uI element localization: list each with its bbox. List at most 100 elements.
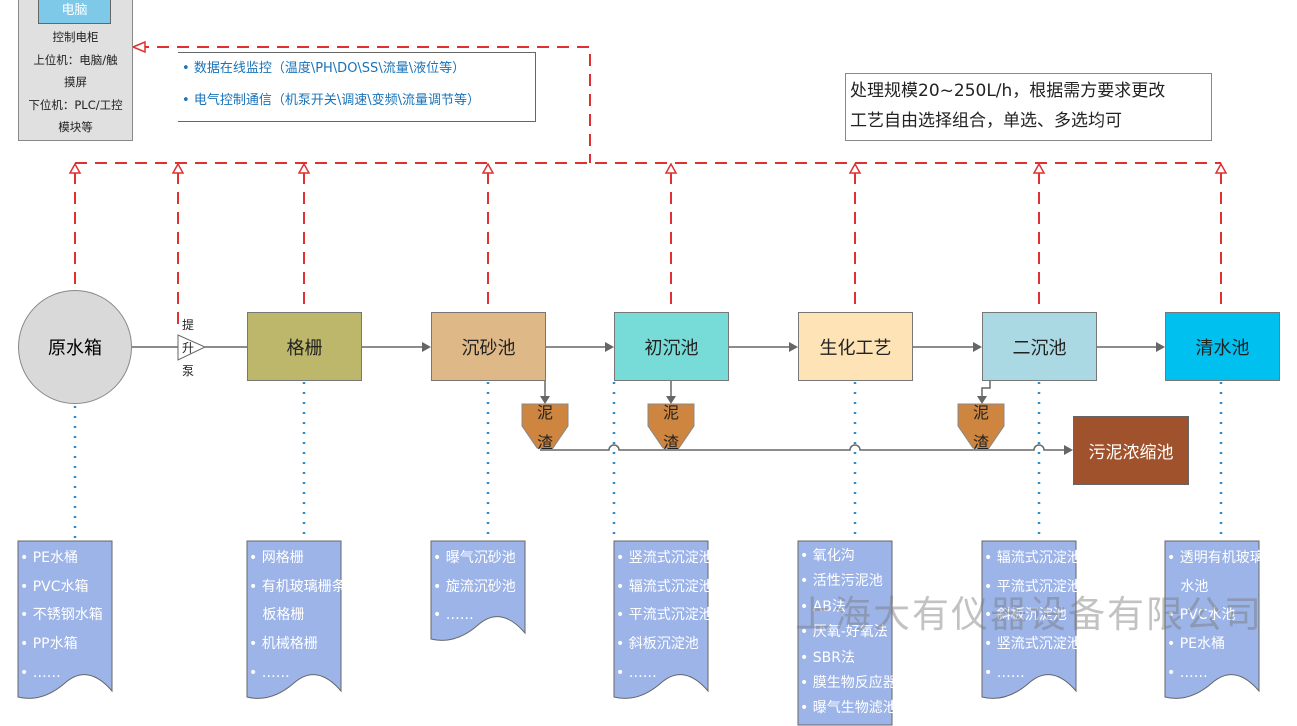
option-item: • AB法: [800, 598, 846, 615]
options-box: [797, 540, 893, 726]
cabinet-line: 控制电柜: [52, 30, 99, 44]
scale-note: 处理规模20~250L/h，根据需方要求更改 工艺自由选择组合，单选、多选均可: [845, 73, 1212, 141]
arrowhead-icon: [481, 162, 495, 174]
option-item: • 氧化沟: [800, 548, 855, 564]
option-item: • 膜生物反应器: [800, 675, 897, 692]
option-item: • PVC水池: [1167, 607, 1236, 624]
option-item: • 透明有机玻璃: [1167, 550, 1264, 566]
option-item: • ……: [249, 664, 290, 681]
option-item: • ……: [616, 664, 657, 681]
cabinet-line: 上位机：电脑/触: [33, 52, 118, 67]
option-item: • 辐流式沉淀池: [984, 550, 1081, 566]
options-list: • 竖流式沉淀池 • 辐流式沉淀池 • 平流式沉淀池 • 斜板沉淀池 • ……: [614, 541, 713, 688]
options-list: • 辐流式沉淀池 • 平流式沉淀池 • 斜板沉淀池 • 竖流式沉淀池 • ……: [982, 541, 1081, 688]
option-item: • 曝气沉砂池: [433, 550, 516, 566]
note-line: 处理规模20~250L/h，根据需方要求更改: [850, 81, 1166, 101]
info-item: • 电气控制通信（机泵开关\调速\变频\流量调节等）: [182, 93, 480, 108]
option-item: • 不锈钢水箱: [20, 607, 103, 624]
arrow-icon: [540, 396, 550, 404]
option-item: • 网格栅: [249, 550, 304, 566]
sludge-line: [540, 444, 1066, 451]
arrowhead-icon: [297, 162, 311, 174]
option-item: • PE水桶: [20, 550, 79, 566]
process-biochemical: 生化工艺: [798, 312, 913, 381]
option-item: • ……: [984, 664, 1025, 681]
option-item: • 旋流沉砂池: [433, 578, 516, 595]
option-item: • SBR法: [800, 649, 855, 666]
arrowhead-icon: [171, 162, 185, 174]
watermark: 上海大有仪器设备有限公司: [795, 593, 1263, 636]
option-item: • 活性污泥池: [800, 573, 883, 590]
process-grit-chamber: 沉砂池: [431, 312, 546, 381]
options-box: [17, 540, 113, 699]
pump-icon: [177, 334, 207, 361]
arrowhead-icon: [1032, 162, 1046, 174]
pc-box: 电脑: [38, 0, 111, 24]
cabinet-line: 模块等: [58, 120, 93, 134]
note-line: 工艺自由选择组合，单选、多选均可: [850, 111, 1122, 131]
option-item: • 斜板沉淀池: [984, 607, 1067, 624]
process-grid: 格栅: [247, 312, 362, 381]
sludge-hopper-label: 渣: [972, 433, 989, 452]
cabinet-line: 下位机：PLC/工控: [28, 97, 123, 112]
sludge-hopper: [521, 403, 569, 449]
monitoring-info-box: • 数据在线监控（温度\PH\DO\SS\流量\液位等） • 电气控制通信（机泵…: [178, 52, 536, 122]
info-item: • 数据在线监控（温度\PH\DO\SS\流量\液位等）: [182, 61, 466, 76]
option-item: • 竖流式沉淀池: [616, 550, 713, 566]
options-list: • 曝气沉砂池 • 旋流沉砂池 • ……: [431, 541, 516, 630]
option-item: • 机械格栅: [249, 636, 318, 653]
pump-label: 泵: [182, 364, 195, 378]
option-item: • ……: [433, 607, 474, 624]
options-box: [1164, 540, 1260, 699]
option-item: • 竖流式沉淀池: [984, 636, 1081, 653]
arrow-icon: [973, 342, 982, 352]
arrowhead-icon: [68, 162, 82, 174]
option-item: • 平流式沉淀池: [984, 578, 1081, 595]
option-item: 水池: [1180, 578, 1209, 595]
flow-line: [981, 381, 991, 398]
option-item: • 厌氧-好氧法: [800, 624, 888, 641]
arrowhead-icon: [131, 40, 146, 54]
options-box: [246, 540, 342, 699]
process-clear-water: 清水池: [1165, 312, 1280, 381]
sludge-hopper-label: 渣: [662, 433, 679, 452]
control-bus-line: [75, 46, 1221, 164]
sludge-thickener: 污泥浓缩池: [1073, 416, 1189, 485]
process-secondary-settling: 二沉池: [982, 312, 1097, 381]
option-item: • 平流式沉淀池: [616, 607, 713, 624]
arrowhead-icon: [848, 162, 862, 174]
option-item: • 斜板沉淀池: [616, 636, 699, 653]
arrow-icon: [666, 396, 676, 404]
arrow-icon: [605, 342, 614, 352]
option-item: • 曝气生物滤池: [800, 700, 897, 717]
option-item: • 有机玻璃栅条: [249, 578, 346, 595]
arrowhead-icon: [664, 162, 678, 174]
pump-label: 提: [182, 318, 195, 332]
option-item: 板格栅: [262, 607, 305, 624]
option-item: • PVC水箱: [20, 578, 89, 595]
arrow-icon: [1156, 342, 1165, 352]
raw-water-tank: 原水箱: [18, 290, 132, 404]
arrow-icon: [789, 342, 798, 352]
options-list: • PE水桶 • PVC水箱 • 不锈钢水箱 • PP水箱 • ……: [18, 541, 103, 688]
options-box: [981, 540, 1077, 699]
option-item: • PP水箱: [20, 636, 78, 653]
option-item: • ……: [1167, 664, 1208, 681]
option-item: • PE水桶: [1167, 636, 1226, 653]
cabinet-line: 摸屏: [64, 75, 87, 89]
options-box: [613, 540, 709, 699]
options-box: [430, 540, 526, 641]
pump-label: 升: [182, 341, 195, 355]
control-cabinet-text: 控制电柜 上位机：电脑/触 摸屏 下位机：PLC/工控 模块等: [18, 26, 133, 139]
arrowhead-icon: [1214, 162, 1228, 174]
option-item: • 辐流式沉淀池: [616, 578, 713, 595]
option-item: • ……: [20, 664, 61, 681]
process-primary-settling: 初沉池: [614, 312, 729, 381]
sludge-hopper: [647, 403, 695, 449]
arrow-icon: [1064, 445, 1073, 455]
sludge-hopper-label: 泥: [662, 403, 679, 422]
options-list: • 透明有机玻璃 水池 • PVC水池 • PE水桶 • ……: [1165, 541, 1264, 688]
arrow-icon: [422, 342, 431, 352]
options-list: • 氧化沟 • 活性污泥池 • AB法 • 厌氧-好氧法 • SBR法 • 膜生物反应器 •…: [798, 541, 897, 722]
